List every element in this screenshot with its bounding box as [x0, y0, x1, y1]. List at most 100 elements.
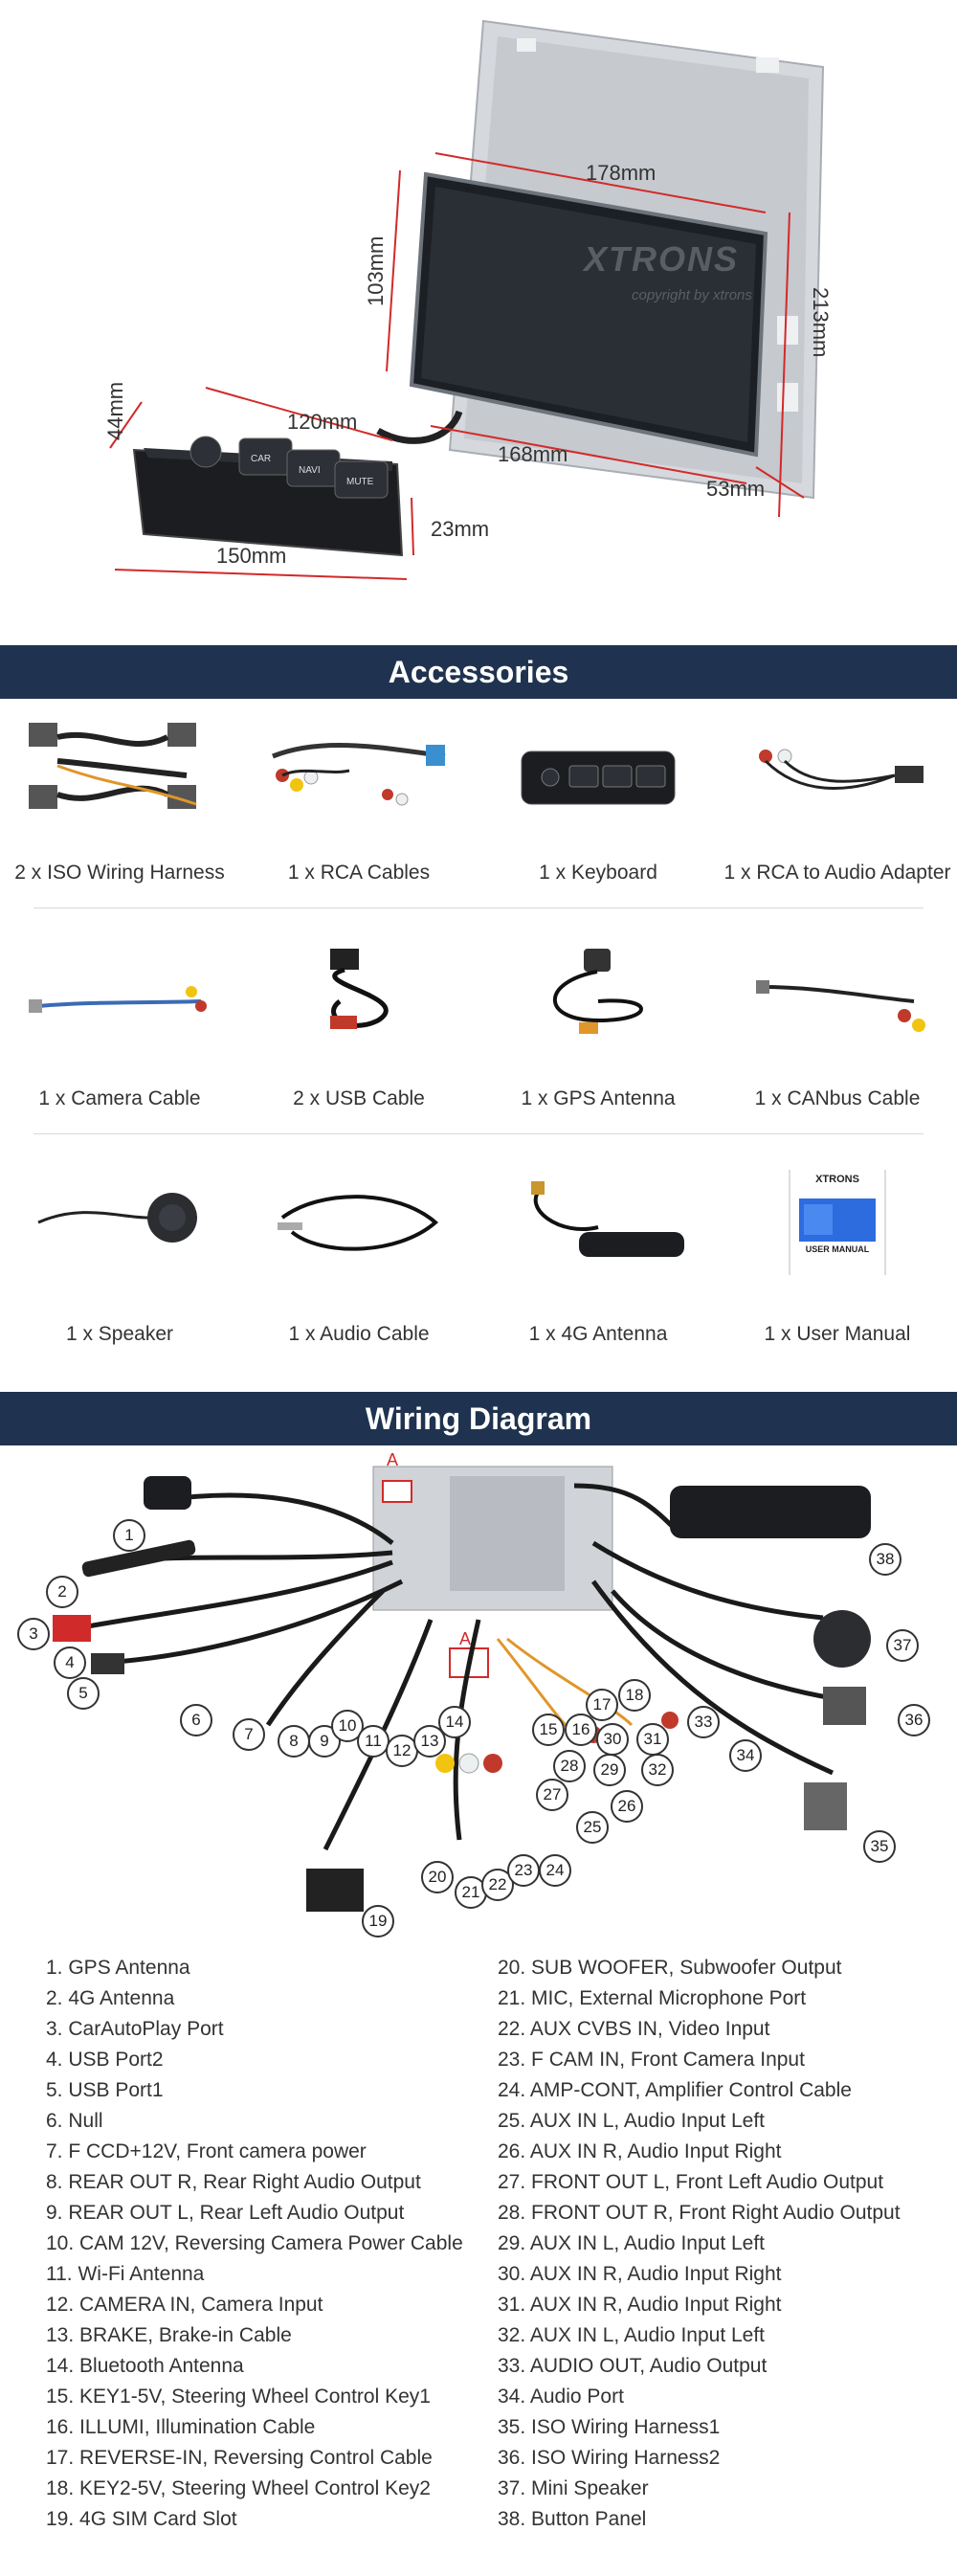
audio-cable-icon: [278, 1195, 439, 1251]
accessory-label: 1 x 4G Antenna: [528, 1323, 668, 1345]
legend-item: 35. ISO Wiring Harness1: [498, 2416, 721, 2438]
callout: 33: [687, 1706, 720, 1738]
legend-item: 1. GPS Antenna: [46, 1957, 190, 1979]
gps-antenna-icon: [553, 949, 643, 1034]
legend-item: 36. ISO Wiring Harness2: [498, 2447, 721, 2469]
legend-left-column: 1. GPS Antenna 2. 4G Antenna 3. CarAutoP…: [46, 1953, 463, 2535]
callout: 28: [553, 1750, 586, 1782]
callout: 23: [507, 1854, 540, 1887]
legend-item: 14. Bluetooth Antenna: [46, 2355, 244, 2377]
accessory-label: 1 x User Manual: [764, 1323, 911, 1345]
legend-item: 22. AUX CVBS IN, Video Input: [498, 2018, 770, 2040]
callout: 34: [729, 1739, 762, 1772]
accessory-label: 1 x Camera Cable: [38, 1087, 201, 1109]
callout: 5: [67, 1677, 100, 1710]
callout: 30: [596, 1723, 629, 1756]
callout: 26: [611, 1790, 643, 1823]
user-manual-icon: [789, 1170, 886, 1275]
legend-item: 13. BRAKE, Brake-in Cable: [46, 2324, 292, 2346]
accessory-item: 2 x USB Cable: [239, 925, 478, 1151]
dim-keyboard-depth: 23mm: [431, 517, 490, 541]
legend-item: 20. SUB WOOFER, Subwoofer Output: [498, 1957, 842, 1979]
callout: 22: [481, 1869, 514, 1901]
rca-adapter-icon: [759, 749, 924, 790]
callout: 16: [565, 1714, 597, 1746]
manual-brand: XTRONS: [815, 1174, 859, 1185]
callout: 12: [386, 1735, 418, 1767]
legend-item: 25. AUX IN L, Audio Input Left: [498, 2110, 766, 2132]
legend-item: 3. CarAutoPlay Port: [46, 2018, 224, 2040]
callout: 25: [576, 1811, 609, 1844]
callout: 24: [539, 1854, 571, 1887]
callout: 27: [536, 1779, 568, 1811]
legend-item: 33. AUDIO OUT, Audio Output: [498, 2355, 768, 2377]
legend-item: 9. REAR OUT L, Rear Left Audio Output: [46, 2202, 405, 2224]
legend-item: 18. KEY2-5V, Steering Wheel Control Key2: [46, 2477, 431, 2499]
accessory-item: 1 x Camera Cable: [0, 925, 239, 1151]
accessory-label: 1 x RCA to Audio Adapter: [723, 862, 951, 884]
divider: [33, 1133, 924, 1134]
legend-right-column: 20. SUB WOOFER, Subwoofer Output 21. MIC…: [498, 1953, 901, 2535]
dim-frame-depth: 53mm: [706, 477, 766, 501]
legend-item: 32. AUX IN L, Audio Input Left: [498, 2324, 766, 2346]
accessory-item: 1 x GPS Antenna: [478, 925, 718, 1151]
accessory-label: 1 x GPS Antenna: [521, 1087, 676, 1109]
legend-item: 38. Button Panel: [498, 2508, 647, 2530]
callout: 17: [586, 1689, 618, 1721]
legend-item: 12. CAMERA IN, Camera Input: [46, 2294, 323, 2316]
callout: 32: [641, 1754, 674, 1786]
dim-screen-width: 178mm: [586, 161, 657, 185]
dim-frame-width: 168mm: [498, 442, 568, 466]
4g-antenna-icon: [531, 1181, 684, 1257]
callout: 2: [46, 1576, 78, 1608]
callout: 36: [898, 1704, 930, 1736]
callout: 37: [886, 1629, 919, 1662]
accessory-label: 2 x USB Cable: [293, 1087, 425, 1109]
legend-item: 4. USB Port2: [46, 2049, 164, 2071]
accessory-item: 1 x Audio Cable: [239, 1151, 478, 1377]
manual-title: USER MANUAL: [805, 1244, 870, 1254]
accessory-item: 2 x ISO Wiring Harness: [0, 699, 239, 925]
accessory-label: 2 x ISO Wiring Harness: [14, 862, 225, 884]
connector-marker-a: A: [459, 1629, 472, 1648]
accessory-label: 1 x RCA Cables: [287, 862, 431, 884]
callout: 8: [278, 1725, 310, 1758]
accessory-label: 1 x Speaker: [65, 1323, 174, 1345]
accessory-item: 1 x Speaker: [0, 1151, 239, 1377]
legend-item: 15. KEY1-5V, Steering Wheel Control Key1: [46, 2386, 431, 2408]
wiring-header: Wiring Diagram: [0, 1392, 957, 1445]
accessory-item: 1 x 4G Antenna: [478, 1151, 718, 1377]
legend-item: 19. 4G SIM Card Slot: [46, 2508, 237, 2530]
keyboard-button-label: NAVI: [299, 465, 321, 476]
accessory-item: 1 x Keyboard: [478, 699, 718, 925]
legend-item: 16. ILLUMI, Illumination Cable: [46, 2416, 316, 2438]
legend-item: 6. Null: [46, 2110, 103, 2132]
iso-harness-icon: [29, 723, 197, 809]
legend-item: 8. REAR OUT R, Rear Right Audio Output: [46, 2171, 421, 2193]
callout: 31: [636, 1723, 669, 1756]
wiring-illustration: [53, 1466, 871, 1912]
legend-item: 23. F CAM IN, Front Camera Input: [498, 2049, 805, 2071]
canbus-cable-icon: [756, 980, 925, 1032]
legend-item: 24. AMP-CONT, Amplifier Control Cable: [498, 2079, 852, 2101]
legend-item: 34. Audio Port: [498, 2386, 624, 2408]
accessory-label: 1 x Audio Cable: [288, 1323, 430, 1345]
connector-marker-a: A: [387, 1450, 399, 1469]
callout: 14: [438, 1706, 471, 1738]
dim-keyboard-length: 150mm: [216, 544, 287, 568]
callout: 3: [17, 1618, 50, 1650]
callout: 21: [455, 1876, 487, 1909]
legend-item: 31. AUX IN R, Audio Input Right: [498, 2294, 782, 2316]
legend-item: 26. AUX IN R, Audio Input Right: [498, 2140, 782, 2162]
legend-item: 5. USB Port1: [46, 2079, 164, 2101]
callout: 15: [532, 1714, 565, 1746]
legend-item: 28. FRONT OUT R, Front Right Audio Outpu…: [498, 2202, 901, 2224]
camera-cable-icon: [29, 986, 207, 1013]
legend-item: 29. AUX IN L, Audio Input Left: [498, 2232, 766, 2254]
callout: 38: [869, 1543, 901, 1576]
callout: 18: [618, 1679, 651, 1712]
callout: 4: [54, 1646, 86, 1679]
wiring-diagram: 1 2 3 4 5 6 7 8 9 10 11 12 13 14 15 16 1…: [0, 1447, 957, 1983]
